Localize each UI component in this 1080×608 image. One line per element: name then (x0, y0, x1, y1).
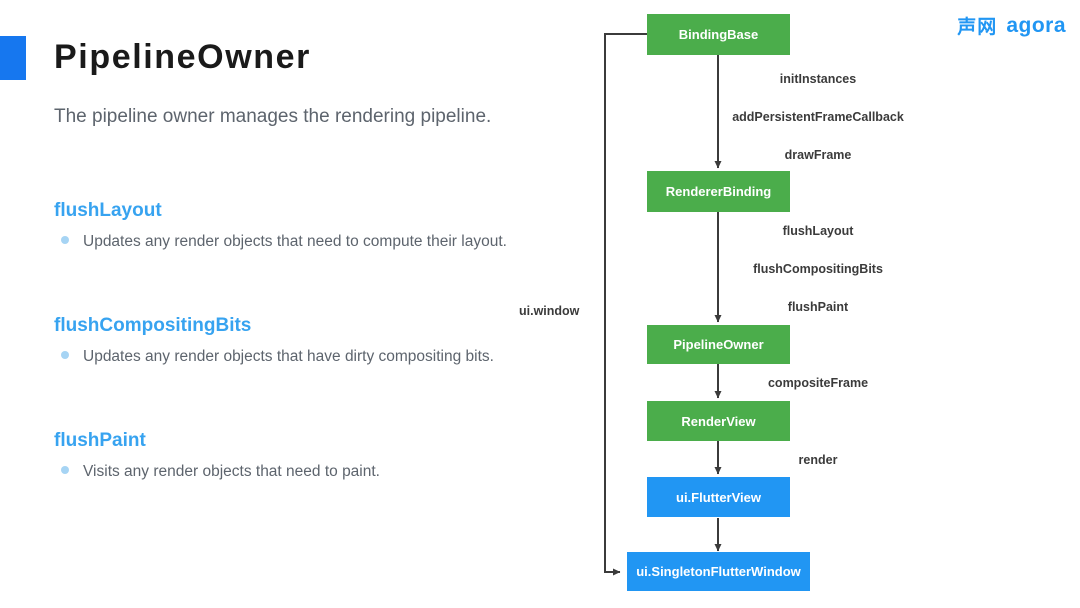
edge-label-flushpaint: flushPaint (787, 300, 849, 314)
list-item-text: Visits any render objects that need to p… (83, 463, 380, 480)
page-title: PipelineOwner (54, 38, 311, 76)
agora-logo: 声网 agora (957, 12, 1066, 39)
section-heading: flushCompositingBits (54, 315, 252, 336)
title-accent-bar (0, 36, 26, 80)
edge-label-addpersistentframecallback: addPersistentFrameCallback (732, 110, 904, 124)
list-item: Visits any render objects that need to p… (61, 458, 380, 485)
logo-en-text: agora (1006, 13, 1066, 37)
node-flutterview[interactable]: ui.FlutterView (647, 477, 790, 517)
section-flushlayout: flushLayout Updates any render objects t… (54, 200, 507, 257)
node-bindingbase[interactable]: BindingBase (647, 14, 790, 55)
edge-label-initinstances: initInstances (779, 72, 857, 86)
bullet-dot-icon (61, 351, 69, 359)
bullet-dot-icon (61, 466, 69, 474)
list-item: Updates any render objects that need to … (61, 228, 507, 255)
edge-label-flushcompositingbits: flushCompositingBits (753, 262, 883, 276)
edge-label-uiwindow: ui.window (519, 304, 580, 318)
section-heading: flushPaint (54, 430, 146, 451)
page-subtitle: The pipeline owner manages the rendering… (54, 106, 492, 127)
edge-label-drawframe: drawFrame (784, 148, 852, 162)
node-singletonflutterwindow[interactable]: ui.SingletonFlutterWindow (627, 552, 810, 591)
edge-label-compositeframe: compositeFrame (767, 376, 869, 390)
node-pipelineowner[interactable]: PipelineOwner (647, 325, 790, 364)
section-heading: flushLayout (54, 200, 162, 221)
section-flushcompositingbits: flushCompositingBits Updates any render … (54, 315, 494, 372)
list-item: Updates any render objects that have dir… (61, 343, 494, 370)
list-item-text: Updates any render objects that need to … (83, 233, 507, 250)
node-renderview[interactable]: RenderView (647, 401, 790, 441)
edge-label-render: render (798, 453, 838, 467)
node-rendererbinding[interactable]: RendererBinding (647, 171, 790, 212)
logo-cn-text: 声网 (957, 17, 998, 38)
edge-label-flushlayout: flushLayout (782, 224, 854, 238)
bullet-dot-icon (61, 236, 69, 244)
list-item-text: Updates any render objects that have dir… (83, 348, 494, 365)
section-flushpaint: flushPaint Visits any render objects tha… (54, 430, 380, 487)
